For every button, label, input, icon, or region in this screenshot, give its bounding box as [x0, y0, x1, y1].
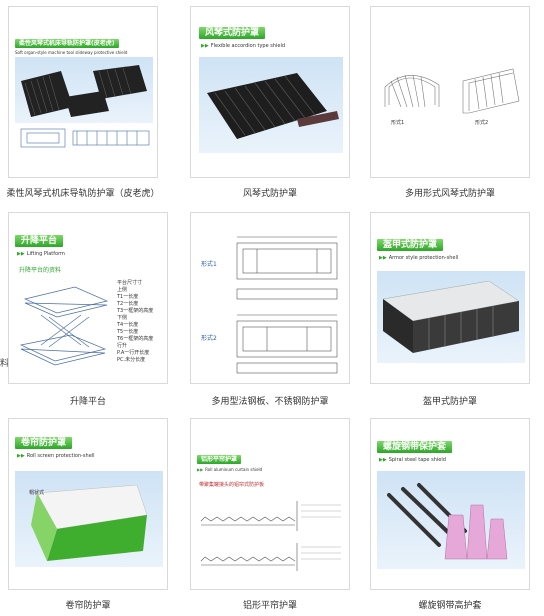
form-label: 形式1 — [201, 261, 217, 268]
spec-line: T4一长度 — [117, 322, 139, 328]
product-banner: 升降平台 — [15, 235, 64, 247]
product-caption[interactable]: 柔性风琴式机床导轨防护罩（皮老虎） — [6, 189, 160, 199]
green-heading: 升降平台的资料 — [19, 267, 62, 274]
product-banner-subtitle: ▶▶Flexible accordion type shield — [201, 43, 286, 49]
spec-line: 下侧 — [117, 315, 128, 321]
product-caption[interactable]: 风琴式防护罩 — [242, 189, 297, 199]
product-caption[interactable]: 卷帘防护罩 — [65, 601, 111, 611]
left-edge-fragment: 料 — [0, 359, 10, 369]
spec-line: 平台尺寸寸 — [117, 280, 143, 286]
spec-line: PC.未分长度 — [117, 357, 146, 363]
spec-line: P.A一行开长度 — [117, 350, 150, 356]
product-card-organ-shield[interactable]: 柔性风琴式机床导轨防护罩(皮老虎) Soft organ-style machi… — [8, 6, 158, 178]
form-drawings — [384, 68, 520, 114]
product-card-roll-screen[interactable]: 卷帘防护罩 ▶▶Roll screen protection-shell 帽状式 — [8, 418, 168, 590]
technical-drawing — [20, 128, 150, 148]
product-caption[interactable]: 盔甲式防护罩 — [422, 397, 477, 407]
form-label: 形式2 — [475, 120, 489, 126]
product-caption[interactable]: 螺旋钢带高护套 — [418, 601, 482, 611]
spiral-image — [387, 483, 508, 560]
product-banner: 柔性风琴式机床导轨防护罩(皮老虎) — [15, 39, 119, 48]
red-note: 带聚集罐接头的铝帘式防护板 — [199, 482, 265, 488]
product-banner: 风琴式防护罩 — [199, 27, 266, 39]
product-caption[interactable]: 多用型法钢板、不锈钢防护罩 — [211, 397, 329, 407]
product-card-spiral-steel-tape[interactable]: 螺旋钢带保护套 ▶▶Spiral steel tape shield — [370, 418, 530, 590]
product-caption[interactable]: 升降平台 — [69, 397, 106, 407]
form-label: 形式2 — [201, 335, 217, 342]
spec-line: T6一框架的高度 — [117, 336, 154, 342]
product-banner-subtitle: ▶▶Roll aluminum curtain shield — [197, 467, 263, 472]
spec-line: T3一框架的高度 — [117, 308, 154, 314]
armor-image — [382, 280, 520, 353]
product-banner-subtitle: Soft organ-style machine tool slideway p… — [15, 50, 128, 55]
product-card-aluminum-curtain[interactable]: 铝形平帘护罩 ▶▶Roll aluminum curtain shield 带聚… — [190, 418, 350, 590]
product-banner-subtitle: ▶▶Armor style protection-shell — [379, 255, 459, 261]
product-banner: 螺旋钢带保护套 — [377, 441, 453, 453]
product-banner-subtitle: ▶▶Lifting Platform — [17, 251, 65, 257]
product-banner: 卷帘防护罩 — [15, 437, 73, 449]
accordion-image — [207, 73, 339, 139]
spec-line: T2一长度 — [117, 301, 139, 307]
spec-line: T5一长度 — [117, 329, 139, 335]
product-caption[interactable]: 铝形平帘护罩 — [242, 601, 297, 611]
product-card-steel-plate-shield[interactable]: 形式1 形式2 — [190, 212, 350, 384]
roll-screen-image — [31, 484, 148, 561]
product-caption[interactable]: 多用形式风琴式防护罩 — [404, 189, 495, 199]
product-banner: 铝形平帘护罩 — [197, 455, 242, 464]
bellows-image — [21, 65, 147, 117]
lift-diagram — [19, 286, 109, 366]
product-banner-subtitle: ▶▶Spiral steel tape shield — [379, 457, 446, 463]
inner-label: 帽状式 — [29, 490, 45, 496]
product-card-multi-organ-shield[interactable]: 形式1 形式2 — [370, 6, 530, 178]
product-card-armor-shield[interactable]: 盔甲式防护罩 ▶▶Armor style protection-shell — [370, 212, 530, 384]
spec-line: 行升 — [117, 343, 128, 349]
product-banner: 盔甲式防护罩 — [377, 239, 444, 251]
spec-line: T1一长度 — [117, 294, 139, 300]
product-banner-subtitle: ▶▶Roll screen protection-shell — [17, 453, 95, 459]
product-card-accordion-shield[interactable]: 风琴式防护罩 ▶▶Flexible accordion type shield — [190, 6, 350, 178]
form-label: 形式1 — [391, 120, 405, 126]
spec-line: 上侧 — [117, 287, 128, 293]
steel-drawings — [236, 236, 338, 374]
curtain-drawings — [200, 501, 341, 571]
product-card-lifting-platform[interactable]: 升降平台 ▶▶Lifting Platform 升降平台的资料 平台尺寸寸 上侧… — [8, 212, 168, 384]
